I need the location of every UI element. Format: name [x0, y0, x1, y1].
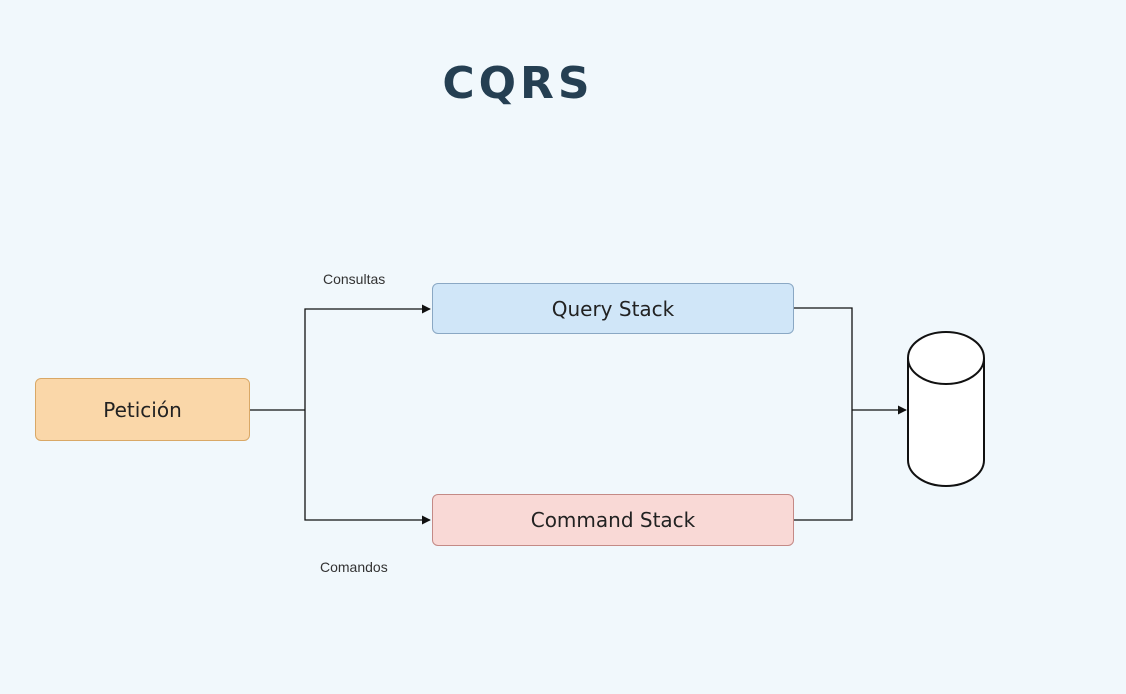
query-stack-label: Query Stack — [551, 296, 675, 321]
command-stack-node: Command Stack — [432, 494, 794, 546]
command-stack-label: Command Stack — [530, 508, 696, 532]
database-cylinder-icon — [907, 331, 985, 487]
page-title: CQRS — [442, 58, 594, 109]
peticion-node: Petición — [35, 378, 250, 441]
connector-command-stack-merge — [794, 410, 853, 521]
connector-to-command-stack — [304, 410, 431, 525]
connector-to-query-stack — [304, 304, 431, 410]
consultas-edge-label: Consultas — [323, 271, 386, 287]
connector-query-stack-merge — [794, 307, 853, 410]
peticion-label: Petición — [103, 397, 182, 422]
comandos-edge-label: Comandos — [320, 559, 388, 575]
query-stack-node: Query Stack — [432, 283, 794, 334]
